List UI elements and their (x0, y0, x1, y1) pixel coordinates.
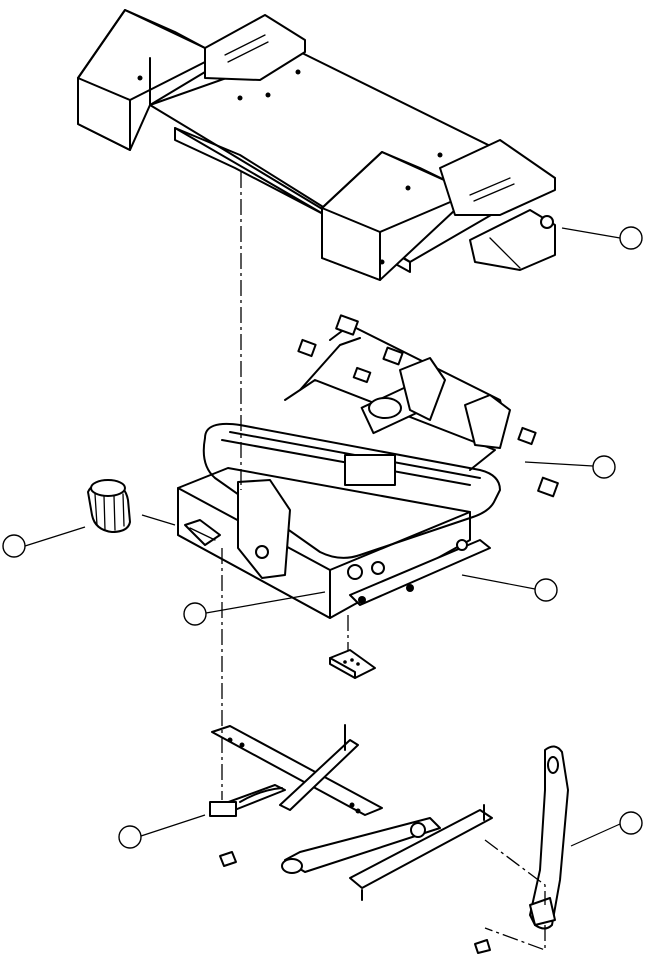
adjustment-knob (87, 479, 131, 533)
leader-lines (24, 227, 621, 847)
slide-rail-assembly (209, 724, 493, 901)
spacer-pad (329, 649, 376, 679)
callout-6 (118, 825, 142, 849)
seat-base-platform (77, 9, 556, 281)
alignment-lines (221, 172, 546, 951)
callout-1 (619, 226, 643, 250)
callout-7 (619, 811, 643, 835)
callout-5 (183, 602, 207, 626)
suspension-frame-assembly (177, 314, 559, 619)
callout-4 (2, 534, 26, 558)
callout-2 (592, 455, 616, 479)
adjustment-lever (474, 745, 569, 954)
callout-3 (534, 578, 558, 602)
